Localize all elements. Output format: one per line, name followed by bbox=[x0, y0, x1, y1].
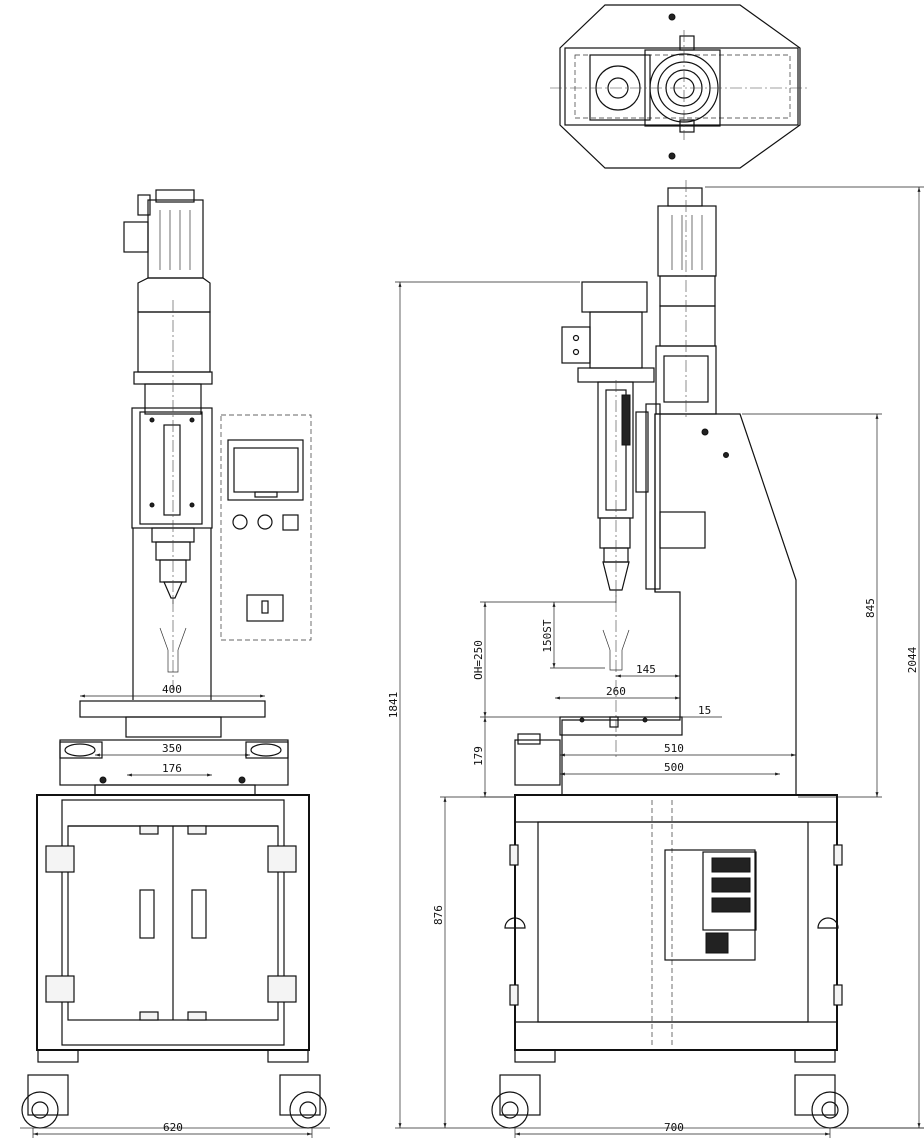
side-dim-845-label: 845 bbox=[864, 598, 877, 618]
front-view bbox=[20, 189, 330, 1129]
front-dim-176-label: 176 bbox=[162, 762, 182, 775]
side-dim-876: 876 bbox=[432, 796, 515, 1128]
side-dim-500-label: 500 bbox=[664, 761, 684, 774]
front-dim-176: 176 bbox=[127, 762, 212, 777]
side-dim-145: 145 bbox=[616, 663, 680, 678]
front-dim-350-label: 350 bbox=[162, 742, 182, 755]
front-dim-350: 350 bbox=[95, 742, 250, 757]
side-dim-179-label: 179 bbox=[472, 746, 485, 766]
side-dim-150st-label: 150ST bbox=[541, 619, 554, 652]
side-dim-510-label: 510 bbox=[664, 742, 684, 755]
side-dim-2044: 2044 bbox=[705, 186, 924, 1129]
side-dim-1841: 1841 bbox=[387, 281, 580, 1129]
side-dim-500: 500 bbox=[560, 761, 780, 776]
side-dim-oh250-label: OH=250 bbox=[472, 640, 485, 680]
side-dim-260: 260 bbox=[555, 685, 680, 700]
side-dim-260-label: 260 bbox=[606, 685, 626, 698]
side-dim-150st: 150ST bbox=[541, 602, 605, 669]
front-dim-400: 400 bbox=[80, 683, 265, 698]
front-dim-400-label: 400 bbox=[162, 683, 182, 696]
side-dim-15: 15 bbox=[650, 704, 722, 718]
side-dim-845: 845 bbox=[742, 413, 882, 798]
side-dim-510: 510 bbox=[560, 742, 796, 757]
top-view bbox=[550, 4, 810, 169]
side-dim-145-label: 145 bbox=[636, 663, 656, 676]
front-dim-620: 620 bbox=[32, 1121, 313, 1138]
side-view bbox=[490, 180, 924, 1129]
front-dim-620-label: 620 bbox=[163, 1121, 183, 1134]
side-dim-1841-label: 1841 bbox=[387, 692, 400, 719]
side-dim-15-label: 15 bbox=[698, 704, 711, 717]
side-dim-700-label: 700 bbox=[664, 1121, 684, 1134]
side-dim-179: 179 bbox=[472, 716, 560, 798]
side-dim-2044-label: 2044 bbox=[906, 646, 919, 673]
side-dim-700: 700 bbox=[514, 1121, 831, 1138]
side-dim-oh250: OH=250 bbox=[472, 601, 616, 717]
side-dim-876-label: 876 bbox=[432, 905, 445, 925]
